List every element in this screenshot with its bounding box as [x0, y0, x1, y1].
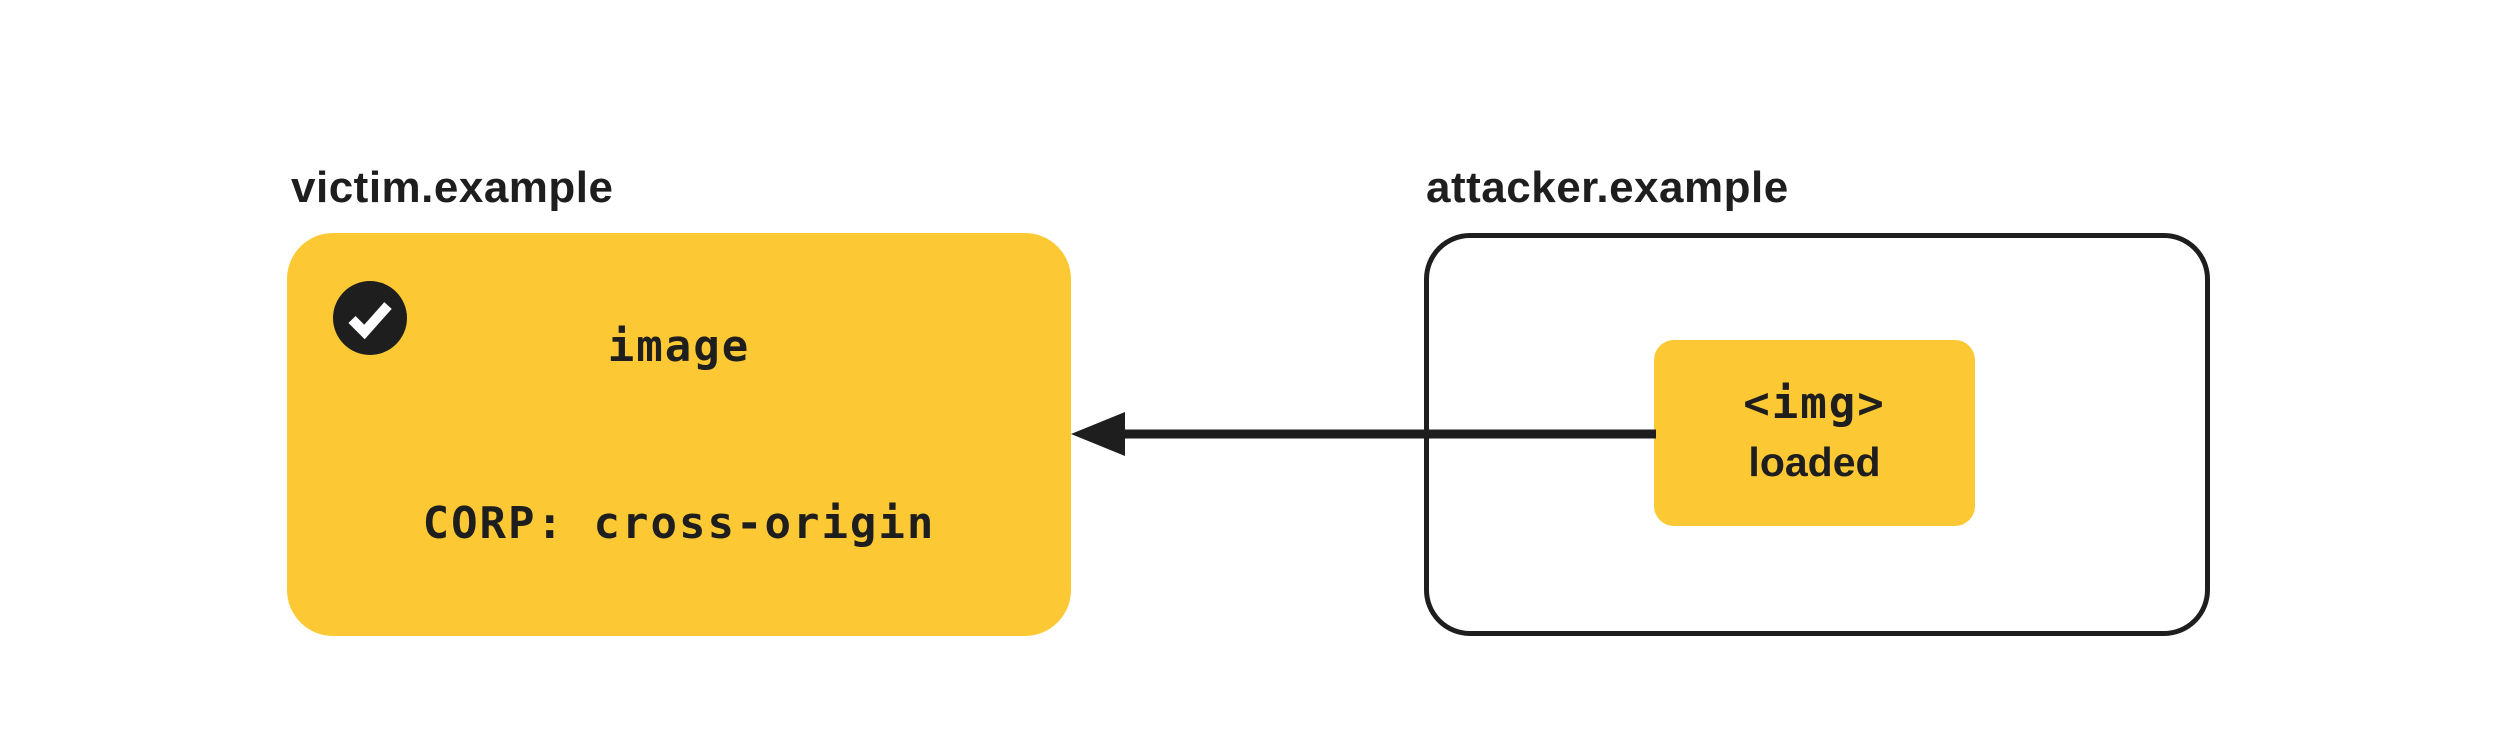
corp-header-text: CORP: cross-origin	[422, 497, 936, 549]
request-arrow-head	[1071, 412, 1125, 456]
victim-domain-label: victim.example	[291, 163, 614, 212]
img-loaded-chip: <img> loaded	[1654, 340, 1975, 526]
victim-resource-text: image CORP: cross-origin	[423, 199, 936, 671]
victim-resource-box: image CORP: cross-origin	[287, 233, 1071, 636]
resource-type-text: image	[607, 320, 751, 372]
img-tag-text: <img>	[1743, 378, 1886, 429]
check-badge	[333, 281, 407, 355]
attacker-domain-label: attacker.example	[1426, 163, 1789, 212]
attacker-page-box: <img> loaded	[1424, 233, 2210, 636]
check-icon	[348, 302, 392, 340]
img-loaded-status-text: loaded	[1748, 439, 1881, 485]
